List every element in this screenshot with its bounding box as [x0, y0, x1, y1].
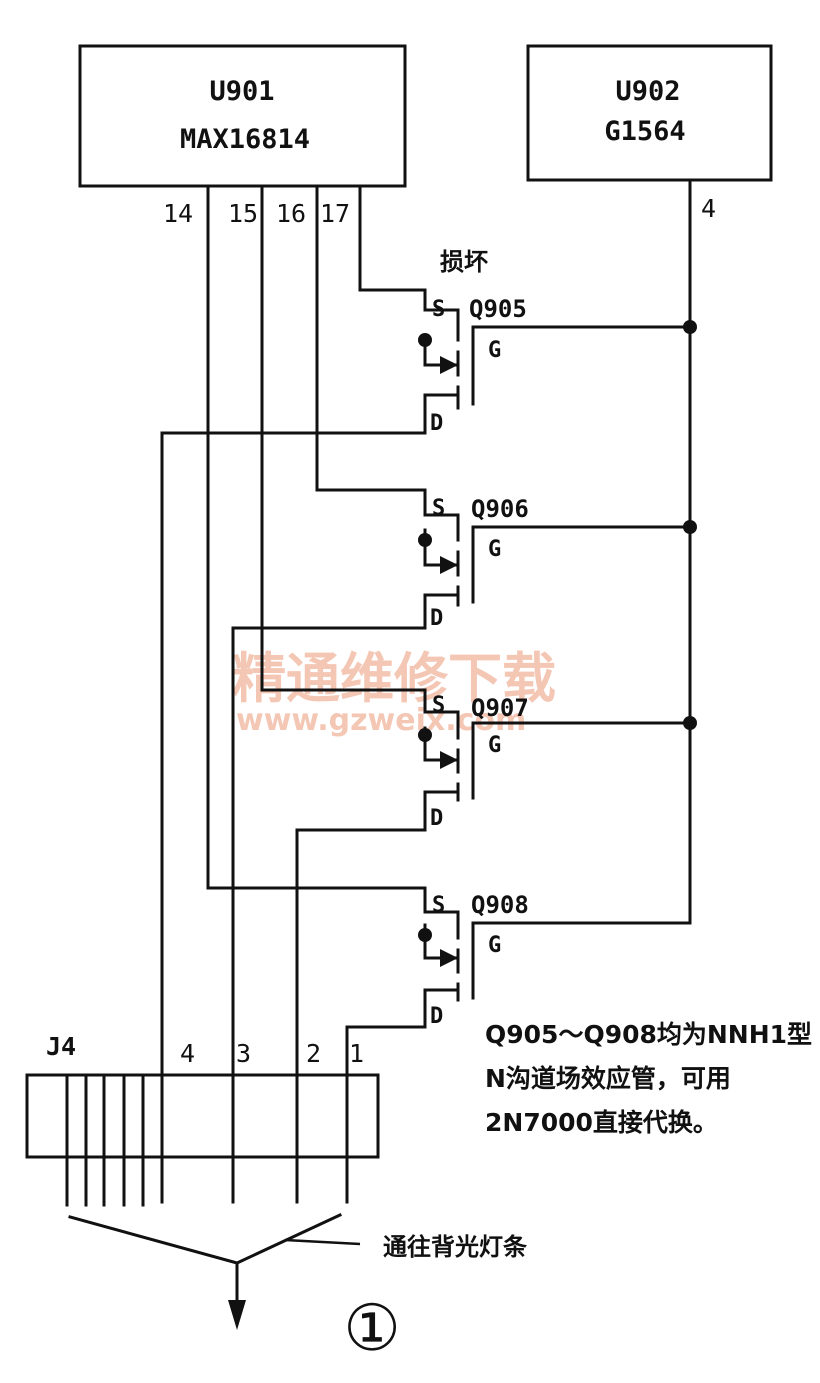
- q908-gate-label: G: [488, 933, 501, 958]
- u901-pin-15: 15: [228, 199, 258, 228]
- q906-gate-label: G: [488, 537, 501, 562]
- mosfet-q908: S G D Q908: [418, 886, 529, 1029]
- note-line-3: 2N7000直接代换。: [485, 1108, 718, 1137]
- u902-ref: U902: [615, 76, 680, 107]
- u901-pin-14: 14: [163, 199, 193, 228]
- source-wires: [206, 184, 427, 890]
- watermark-line-2: www.gzweix.com: [236, 703, 526, 738]
- u902-block: U902 G1564: [526, 44, 773, 182]
- q905-gate-label: G: [488, 338, 501, 363]
- j4-connector: J4 4 3 2 1: [25, 1032, 380, 1207]
- q905-source-label: S: [432, 297, 445, 322]
- j4-ref: J4: [46, 1032, 76, 1061]
- q908-source-label: S: [432, 893, 445, 918]
- output-label: 通往背光灯条: [383, 1233, 528, 1261]
- watermark: 精通维修下载 www.gzweix.com: [232, 646, 556, 738]
- j4-pin-3: 3: [236, 1039, 251, 1068]
- j4-pin-1: 1: [349, 1039, 364, 1068]
- mosfet-q906: S G D Q906: [418, 488, 529, 631]
- q907-source-label: S: [432, 693, 445, 718]
- u901-pin-16: 16: [276, 199, 306, 228]
- watermark-line-1: 精通维修下载: [232, 646, 556, 710]
- mosfet-q907: S G D Q907: [418, 688, 529, 832]
- drain-wires: [160, 431, 427, 1204]
- output-arrow: 通往背光灯条: [68, 1213, 528, 1330]
- gate-bus: [471, 178, 697, 925]
- note-block: Q905～Q908均为NNH1型 N沟道场效应管，可用 2N7000直接代换。: [485, 1020, 812, 1137]
- u901-pin-17: 17: [320, 199, 350, 228]
- note-line-2: N沟道场效应管，可用: [485, 1064, 731, 1093]
- q906-drain-label: D: [430, 606, 443, 631]
- u901-ref: U901: [209, 76, 274, 107]
- q907-gate-label: G: [488, 733, 501, 758]
- q906-source-label: S: [432, 496, 445, 521]
- q907-drain-label: D: [430, 806, 443, 831]
- q907-ref: Q907: [471, 694, 529, 722]
- q905-drain-label: D: [430, 411, 443, 436]
- mosfet-q905: S G D Q905: [418, 288, 527, 436]
- j4-pin-4: 4: [180, 1039, 195, 1068]
- q905-ref: Q905: [469, 295, 527, 323]
- u901-part: MAX16814: [180, 124, 310, 155]
- fault-note: 损坏: [440, 248, 488, 276]
- u902-pin-4: 4: [701, 194, 716, 223]
- figure-number: ①: [343, 1292, 400, 1366]
- q908-ref: Q908: [471, 891, 529, 919]
- u901-block: U901 MAX16814: [78, 44, 407, 188]
- u902-part: G1564: [604, 116, 685, 147]
- j4-pin-2: 2: [306, 1039, 321, 1068]
- q906-ref: Q906: [471, 495, 529, 523]
- note-line-1: Q905～Q908均为NNH1型: [485, 1020, 812, 1049]
- q908-drain-label: D: [430, 1004, 443, 1029]
